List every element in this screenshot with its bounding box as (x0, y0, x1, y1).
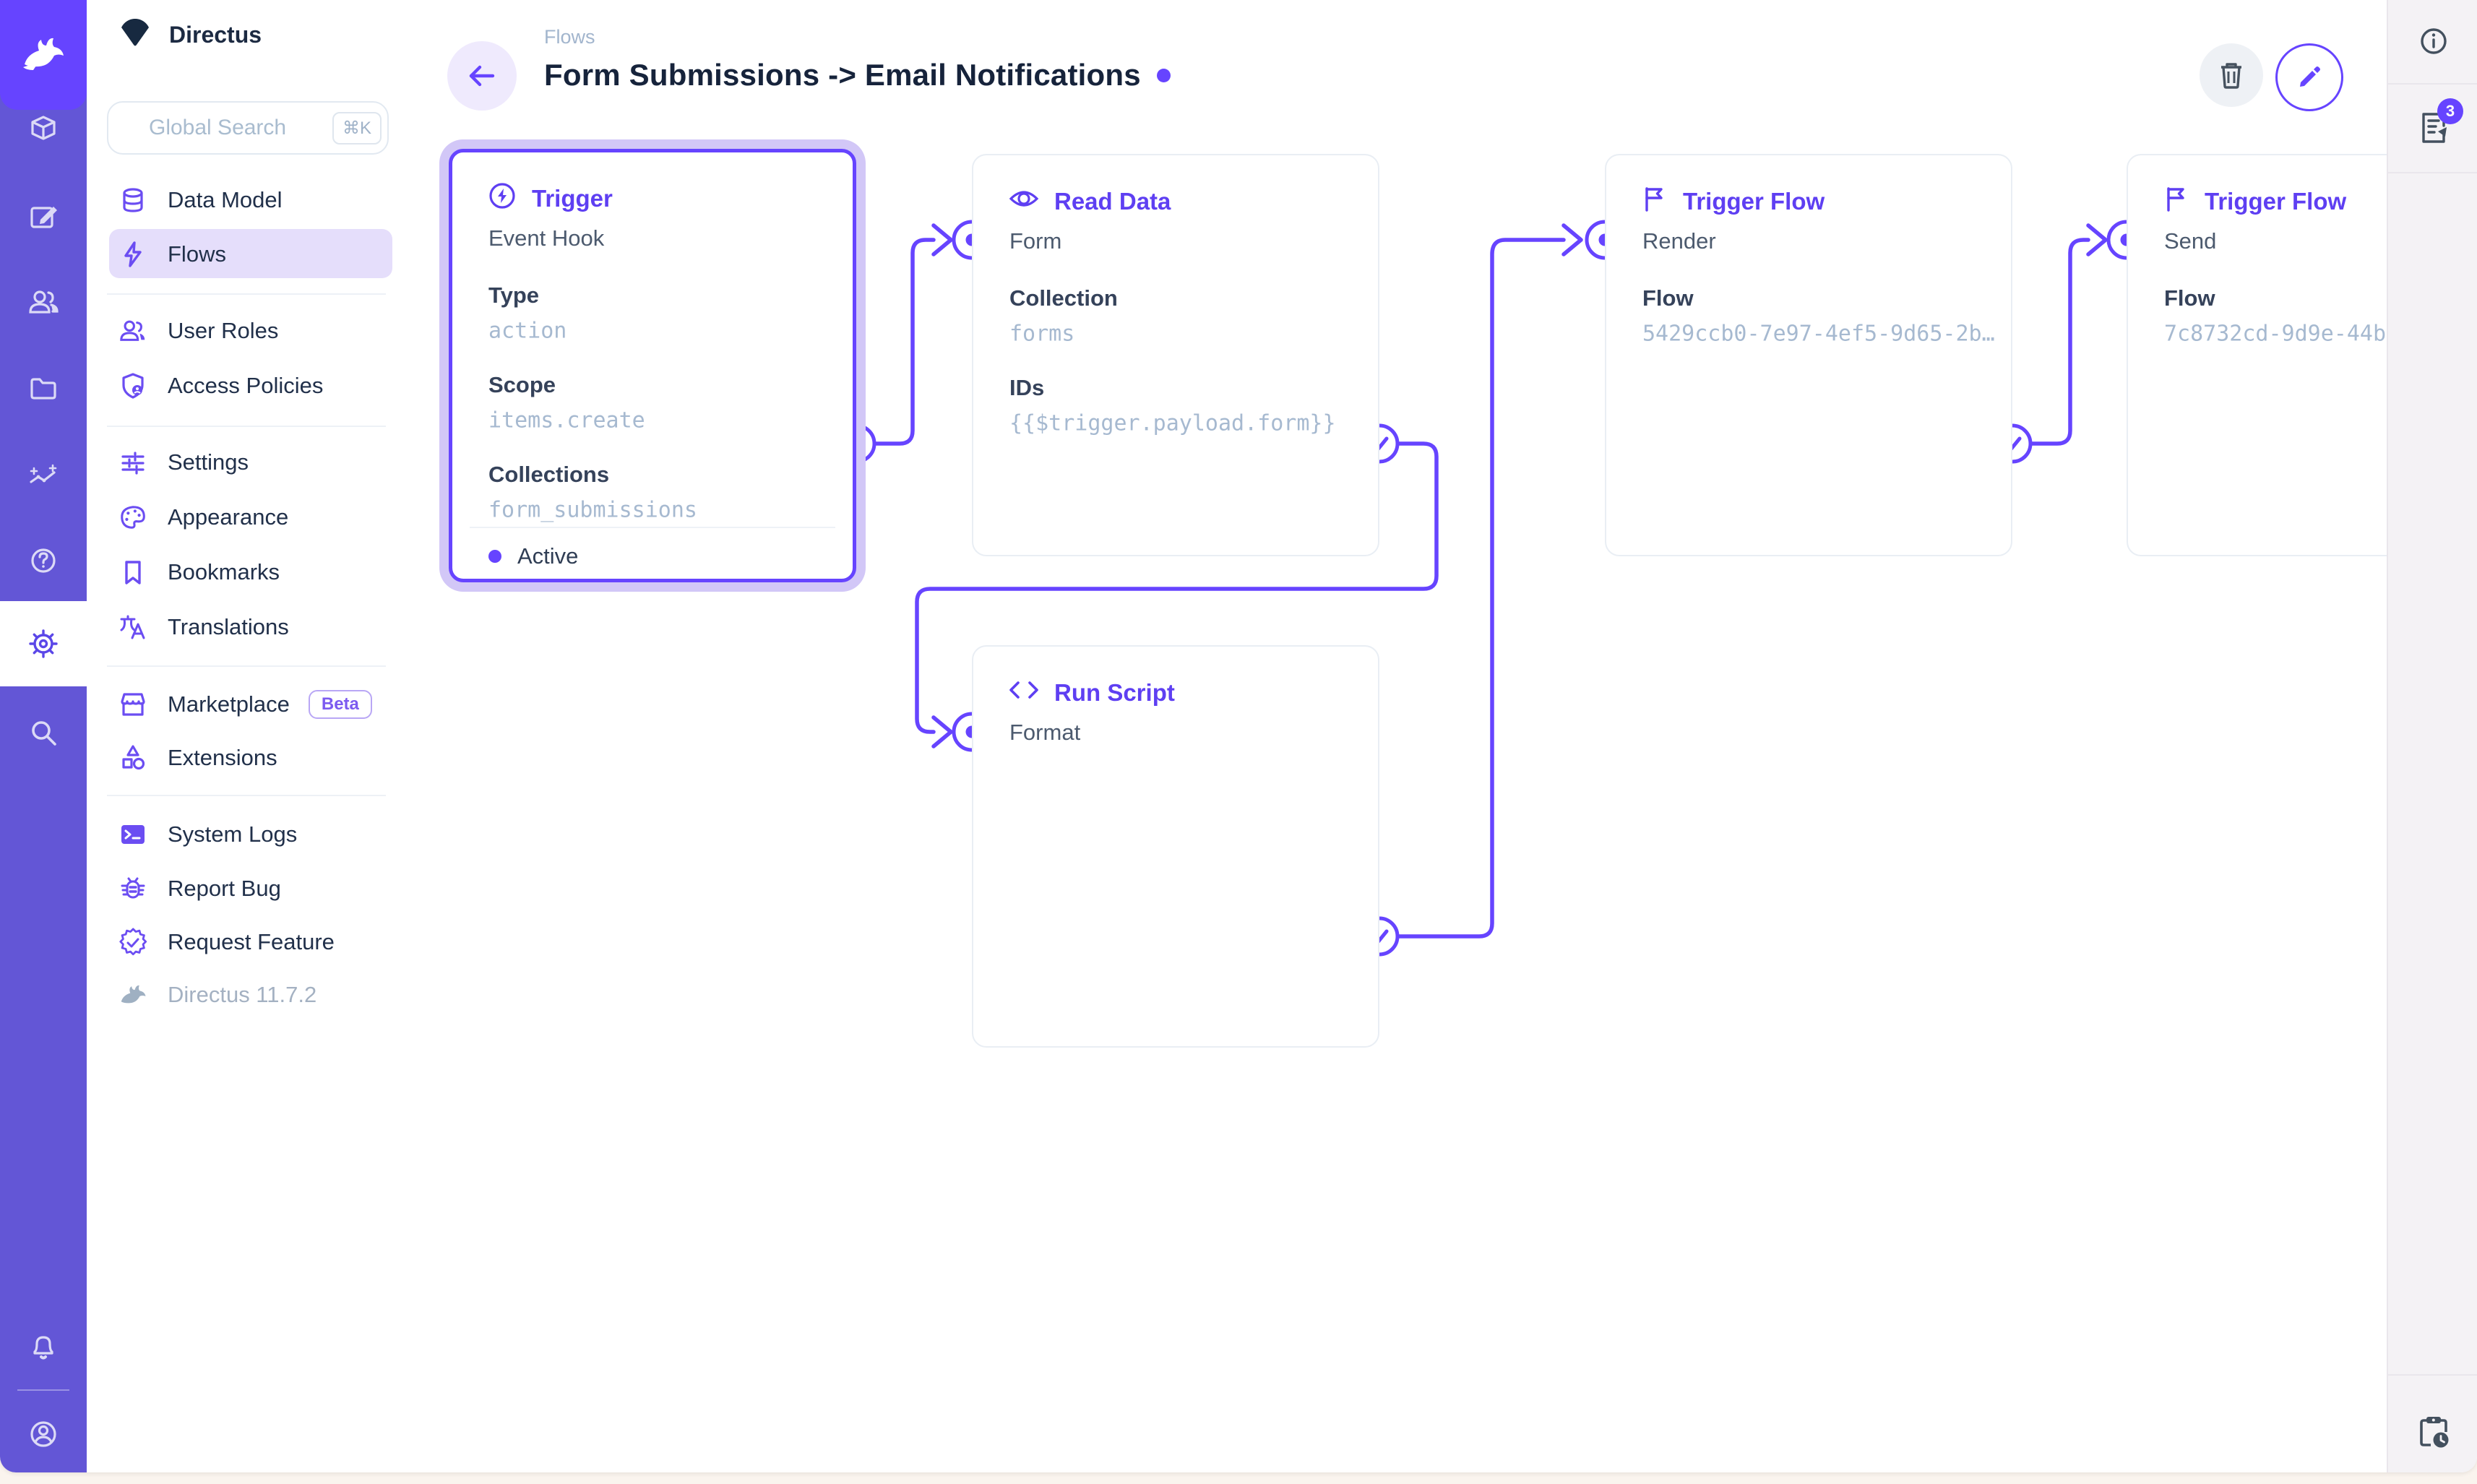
panel-run-script[interactable]: Run Script Format (972, 645, 1379, 1048)
sidebar-divider (2388, 172, 2477, 173)
translate-icon (119, 613, 147, 642)
panel-trigger[interactable]: Trigger Event Hook Type action Scope ite… (449, 149, 856, 582)
beta-badge: Beta (308, 690, 372, 719)
directus-logo-tile[interactable] (0, 0, 87, 110)
module-users-icon[interactable] (0, 286, 87, 318)
read-data-subtitle: Form (1009, 228, 1062, 254)
edit-flow-button[interactable] (2275, 43, 2343, 111)
version-label: Directus 11.7.2 (168, 982, 317, 1007)
flag-icon (1641, 184, 1668, 219)
sidebar-item-flows[interactable]: Flows (87, 228, 397, 280)
right-sidebar: 3 (2387, 0, 2477, 1472)
tune-icon (119, 448, 147, 477)
sidebar-item-translations[interactable]: Translations (87, 601, 397, 653)
eye-icon (1008, 184, 1040, 219)
sidebar-item-appearance[interactable]: Appearance (87, 491, 397, 543)
flow-canvas: Flows Form Submissions -> Email Notifica… (397, 0, 2387, 1472)
module-bar-divider (17, 1389, 69, 1391)
sidebar-item-user-roles[interactable]: User Roles (87, 305, 397, 357)
feature-badge-icon (119, 928, 147, 957)
page-title: Form Submissions -> Email Notifications (544, 58, 1141, 92)
user-roles-icon (119, 316, 147, 345)
rabbit-version-icon (119, 980, 147, 1009)
panel-trigger-flow-render[interactable]: Trigger Flow Render Flow 5429ccb0-7e97-4… (1605, 154, 2012, 556)
title-row: Form Submissions -> Email Notifications (544, 58, 1171, 92)
bolt-circle-icon (487, 181, 517, 217)
palette-icon (119, 503, 147, 532)
sidebar-divider (2388, 1374, 2477, 1376)
trigger-panel-header: Trigger (487, 181, 613, 217)
module-files-icon[interactable] (0, 373, 87, 405)
storefront-icon (119, 690, 147, 719)
sidebar-item-data-model[interactable]: Data Model (87, 174, 397, 226)
trigger-flow-render-header: Trigger Flow (1641, 184, 1825, 219)
notifications-bell-icon[interactable] (0, 1331, 87, 1363)
marketplace-label: Marketplace (168, 691, 290, 717)
project-icon (119, 18, 152, 51)
read-data-panel-header: Read Data (1008, 184, 1171, 219)
sidebar-item-system-logs[interactable]: System Logs (87, 808, 397, 860)
user-avatar-icon[interactable] (0, 1418, 87, 1451)
extensions-icon (119, 743, 147, 772)
nav-divider (107, 293, 386, 295)
sidebar-item-marketplace[interactable]: Marketplace Beta (87, 678, 397, 730)
sidebar-item-bookmarks[interactable]: Bookmarks (87, 546, 397, 598)
sidebar-item-access-policies[interactable]: Access Policies (87, 360, 397, 412)
run-script-subtitle: Format (1009, 720, 1081, 745)
module-insights-icon[interactable] (0, 460, 87, 491)
sidebar-item-settings[interactable]: Settings (87, 436, 397, 488)
search-shortcut: ⌘K (332, 111, 382, 144)
rabbit-logo-icon (20, 35, 66, 75)
bookmark-icon (119, 558, 147, 587)
global-search[interactable]: ⌘K (107, 101, 389, 155)
bolt-icon (119, 240, 147, 269)
trigger-divider (470, 527, 835, 528)
code-icon (1008, 677, 1040, 709)
module-editor-icon[interactable] (0, 201, 87, 233)
navigation-panel: Directus ⌘K Data Model Flows User Roles (87, 0, 399, 1472)
module-bar (0, 0, 87, 1472)
info-icon[interactable] (2388, 25, 2477, 58)
module-settings-icon[interactable] (0, 601, 87, 686)
panel-read-data[interactable]: Read Data Form Collection forms IDs {{$t… (972, 154, 1379, 556)
project-chooser[interactable]: Directus (119, 18, 262, 51)
unsaved-dot (1156, 68, 1171, 82)
sidebar-item-report-bug[interactable]: Report Bug (87, 863, 397, 915)
back-button[interactable] (447, 41, 517, 111)
logs-icon[interactable] (2388, 110, 2477, 146)
run-script-panel-header: Run Script (1008, 677, 1175, 709)
trigger-status: Active (488, 543, 578, 569)
nav-divider (107, 795, 386, 796)
delete-flow-button[interactable] (2200, 43, 2263, 107)
nav-divider (107, 426, 386, 427)
breadcrumb[interactable]: Flows (544, 26, 595, 48)
sidebar-divider (2388, 83, 2477, 85)
version-row: Directus 11.7.2 (87, 969, 397, 1021)
clipboard-clock-icon[interactable] (2388, 1413, 2477, 1452)
trigger-subtitle: Event Hook (488, 225, 605, 251)
database-icon (119, 186, 147, 215)
trigger-flow-render-subtitle: Render (1642, 228, 1716, 254)
search-input[interactable] (108, 115, 331, 141)
module-search-icon[interactable] (0, 717, 87, 749)
bug-icon (119, 874, 147, 903)
sidebar-item-request-feature[interactable]: Request Feature (87, 916, 397, 968)
trigger-flow-send-subtitle: Send (2164, 228, 2217, 254)
project-name: Directus (169, 22, 262, 48)
module-content-icon[interactable] (0, 112, 87, 144)
shield-user-icon (119, 371, 147, 400)
logs-count-badge: 3 (2437, 98, 2463, 124)
panel-trigger-flow-send[interactable]: Trigger Flow Send Flow 7c8732cd-9d9e-44b… (2127, 154, 2387, 556)
trigger-flow-send-header: Trigger Flow (2163, 184, 2346, 219)
flag-icon (2163, 184, 2190, 219)
active-dot (488, 550, 501, 563)
active-nav-highlight (109, 229, 392, 278)
module-help-icon[interactable] (0, 545, 87, 577)
nav-divider (107, 665, 386, 667)
sidebar-item-extensions[interactable]: Extensions (87, 732, 397, 784)
terminal-icon (119, 820, 147, 849)
